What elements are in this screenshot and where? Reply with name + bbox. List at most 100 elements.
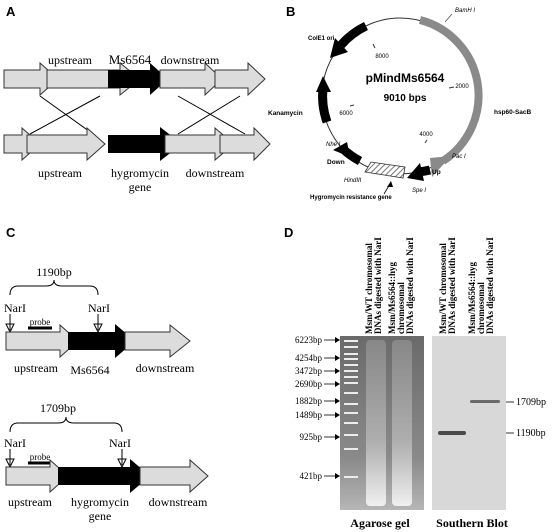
wt-sample-smear <box>366 340 386 506</box>
label-nhe1: Nhe I <box>326 142 341 148</box>
label-spe1: Spe I <box>412 188 426 194</box>
downstream-arrow <box>124 323 191 359</box>
narI-arrowhead <box>5 323 15 334</box>
cole1-arc <box>337 21 369 49</box>
lane-label-agarose-mut-1: Msm/Ms6564::hyg <box>387 262 397 334</box>
marker-pointer-head <box>335 337 340 343</box>
panel-b: B 8000 2000 6000 4000 pMindMs6564 9010 b… <box>268 4 532 201</box>
tick-label-6000: 6000 <box>339 111 353 117</box>
ladder-band <box>344 376 358 378</box>
label-upstream-c-top: upstream <box>14 361 59 375</box>
ladder-band <box>344 358 358 360</box>
panel-d: D Msm/WT chromosomal DNAs digested with … <box>284 225 546 530</box>
kanamycin-arrowhead <box>316 76 331 92</box>
panel-letter-a: A <box>6 4 16 19</box>
downstream-flank-arrow <box>214 61 266 97</box>
label-hygromycin-c-bottom: hygromycin <box>71 495 129 509</box>
size-label-1190: 1190bp <box>36 265 72 279</box>
probe-label-top: probe <box>30 317 51 327</box>
sacb-arc <box>418 16 483 165</box>
marker-pointer-head <box>335 398 340 404</box>
label-gene-c-bottom: gene <box>89 509 112 523</box>
label-upstream-top: upstream <box>48 53 93 67</box>
ladder-band <box>344 403 358 405</box>
marker-label-3472: 3472bp <box>295 366 323 376</box>
panel-letter-d: D <box>284 225 293 240</box>
hygromycin-gene-arrow <box>58 459 150 493</box>
ladder-band <box>344 370 358 372</box>
label-cole1: ColE1 ori <box>308 36 335 42</box>
label-downstream-top: downstream <box>161 53 220 67</box>
label-ms6564-top: Ms6564 <box>109 52 152 67</box>
bamh1-leader <box>444 13 453 23</box>
crossover-line <box>29 95 101 135</box>
lane-label-agarose-mut-3: DNAs digested with NarI <box>405 237 415 334</box>
ladder-band <box>344 340 358 342</box>
tick-mark <box>448 86 455 89</box>
crossover-line <box>177 95 241 135</box>
panel-letter-c: C <box>6 225 16 240</box>
ladder-band <box>344 382 358 384</box>
marker-label-421: 421bp <box>300 471 323 481</box>
plasmid-name: pMindMs6564 <box>366 71 445 85</box>
sacb-arrowhead <box>430 156 451 177</box>
marker-pointer-head <box>335 368 340 374</box>
marker-label-2690: 2690bp <box>295 379 323 389</box>
caption-agarose-gel: Agarose gel <box>350 516 410 530</box>
marker-pointer-heads <box>335 337 340 479</box>
label-up: Up <box>432 169 441 176</box>
tick-mark <box>424 139 428 144</box>
band-label-1190: 1190bp <box>516 428 546 439</box>
marker-pointer-head <box>335 412 340 418</box>
narI-left-top: NarI <box>4 301 26 315</box>
down-arrowhead <box>333 142 350 157</box>
ladder-band <box>344 392 358 394</box>
panel-a: A upstream Ms6564 downstream upstream hy… <box>3 4 271 194</box>
lane-label-southern-mut-2: chromosomal <box>476 282 486 334</box>
lane-label-southern-wt-1: Msm/WT chromosomal <box>438 243 448 334</box>
label-sacb: hsp60-SacB <box>494 109 532 116</box>
crossover-line <box>39 95 94 135</box>
ladder-band <box>344 364 358 366</box>
tick-mark <box>349 104 355 107</box>
mutant-sample-smear <box>392 340 412 506</box>
tick-label-4000: 4000 <box>419 132 433 138</box>
marker-pointer-head <box>335 473 340 479</box>
downstream-flank-arrow <box>219 126 271 162</box>
label-upstream-c-bottom: upstream <box>8 495 53 509</box>
narI-left-bottom: NarI <box>4 436 26 450</box>
ms6564-gene-arrow <box>68 324 135 358</box>
label-hygromycin-resistance: Hygromycin resistance gene <box>310 195 392 201</box>
lane-label-agarose-wt-1: Msm/WT chromosomal <box>364 243 374 334</box>
southern-blot <box>432 336 506 510</box>
marker-label-925: 925bp <box>300 432 323 442</box>
downstream-arrow <box>139 458 209 494</box>
ms6564-gene-arrow <box>108 63 168 95</box>
hyg-pointer-head <box>387 181 393 187</box>
label-downstream-bottom: downstream <box>186 166 245 180</box>
label-hind3: HindIII <box>344 178 362 184</box>
caption-southern-blot: Southern Blot <box>436 516 508 530</box>
marker-pointer-head <box>335 381 340 387</box>
size-label-1709: 1709bp <box>40 401 76 415</box>
label-kanamycin: Kanamycin <box>268 110 303 117</box>
lane-label-agarose-wt-2: DNAs digested with NarI <box>373 237 383 334</box>
marker-pointer-head <box>335 434 340 440</box>
tick-mark <box>372 43 376 49</box>
label-pac1: Pac I <box>452 154 466 160</box>
marker-label-6223: 6223bp <box>295 335 323 345</box>
lane-labels: Msm/WT chromosomal DNAs digested with Na… <box>364 237 495 334</box>
band-label-1709: 1709bp <box>516 397 546 408</box>
panel-letter-b: B <box>286 4 295 19</box>
label-bamh1: BamH I <box>455 8 475 14</box>
ladder-bands <box>344 340 358 478</box>
upstream-arrow <box>26 126 106 162</box>
panel-c: C 1190bp NarI NarI probe upstream Ms6564… <box>4 225 209 523</box>
label-upstream-bottom: upstream <box>38 166 83 180</box>
ladder-band <box>344 346 358 348</box>
ladder-band <box>344 412 358 414</box>
lane-label-southern-mut-1: Msm/Ms6564::hyg <box>467 262 477 334</box>
hygromycin-gene-arrow <box>108 127 182 161</box>
size-bracket <box>9 279 99 296</box>
